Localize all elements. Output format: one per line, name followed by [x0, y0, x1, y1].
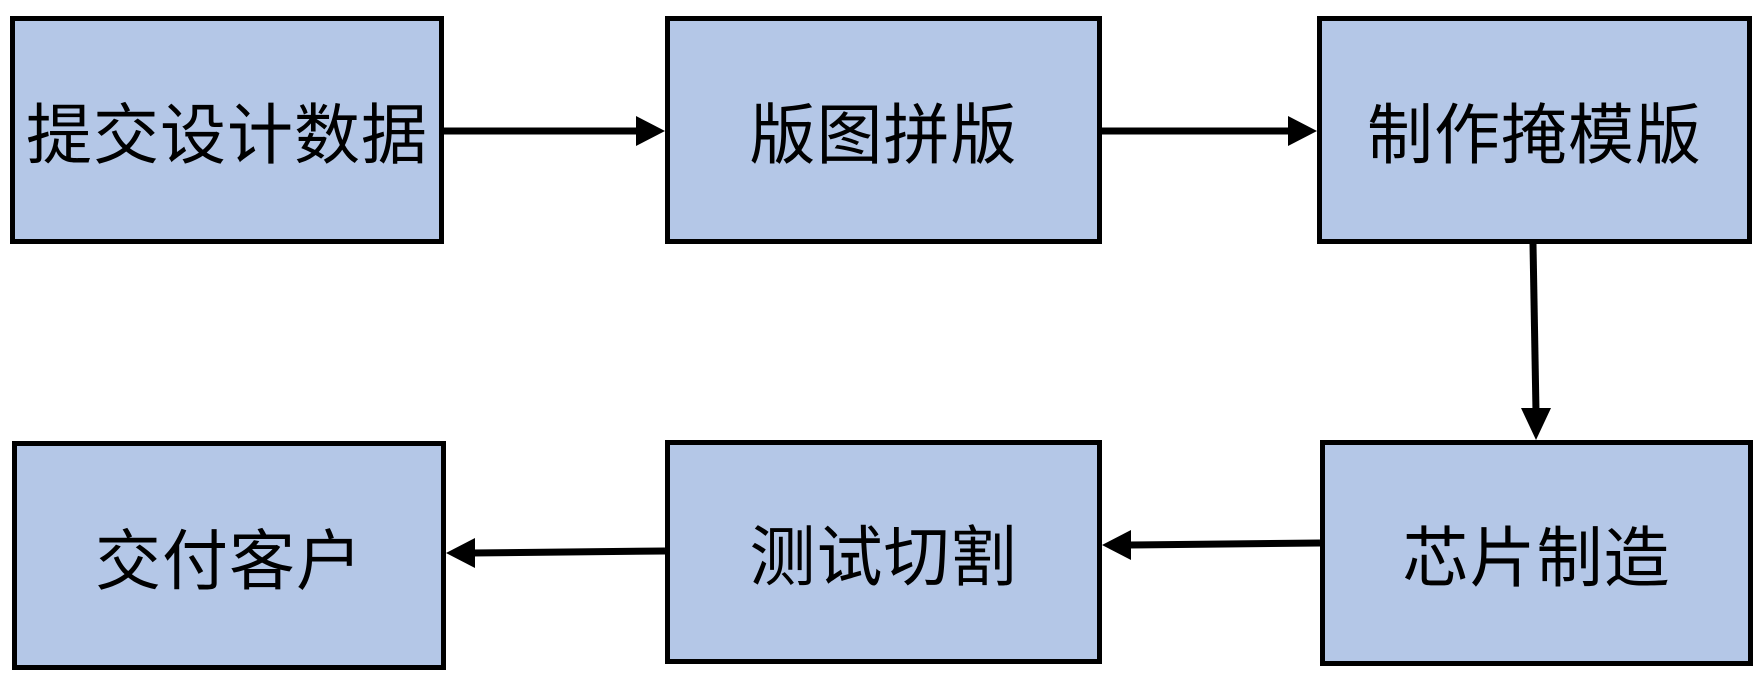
arrow-fabrication-to-test [1102, 530, 1321, 560]
step-submit-design-data: 提交设计数据 [10, 16, 444, 244]
step-make-mask: 制作掩模版 [1317, 16, 1752, 244]
step-deliver-to-customer: 交付客户 [12, 441, 446, 670]
step-chip-fabrication: 芯片制造 [1320, 440, 1753, 666]
arrow-layout-to-mask [1092, 116, 1317, 146]
step-label: 交付客户 [95, 522, 363, 600]
step-label: 制作掩模版 [1367, 97, 1702, 174]
step-label: 测试切割 [749, 519, 1018, 596]
arrow-mask-to-fabrication [1521, 243, 1551, 440]
step-label: 提交设计数据 [26, 97, 428, 174]
step-label: 版图拼版 [749, 97, 1018, 174]
arrow-submit-to-layout [444, 116, 665, 146]
step-layout-panelization: 版图拼版 [665, 16, 1102, 244]
step-test-dicing: 测试切割 [665, 440, 1102, 664]
arrow-test-to-delivery [446, 538, 666, 568]
step-label: 芯片制造 [1402, 520, 1671, 597]
